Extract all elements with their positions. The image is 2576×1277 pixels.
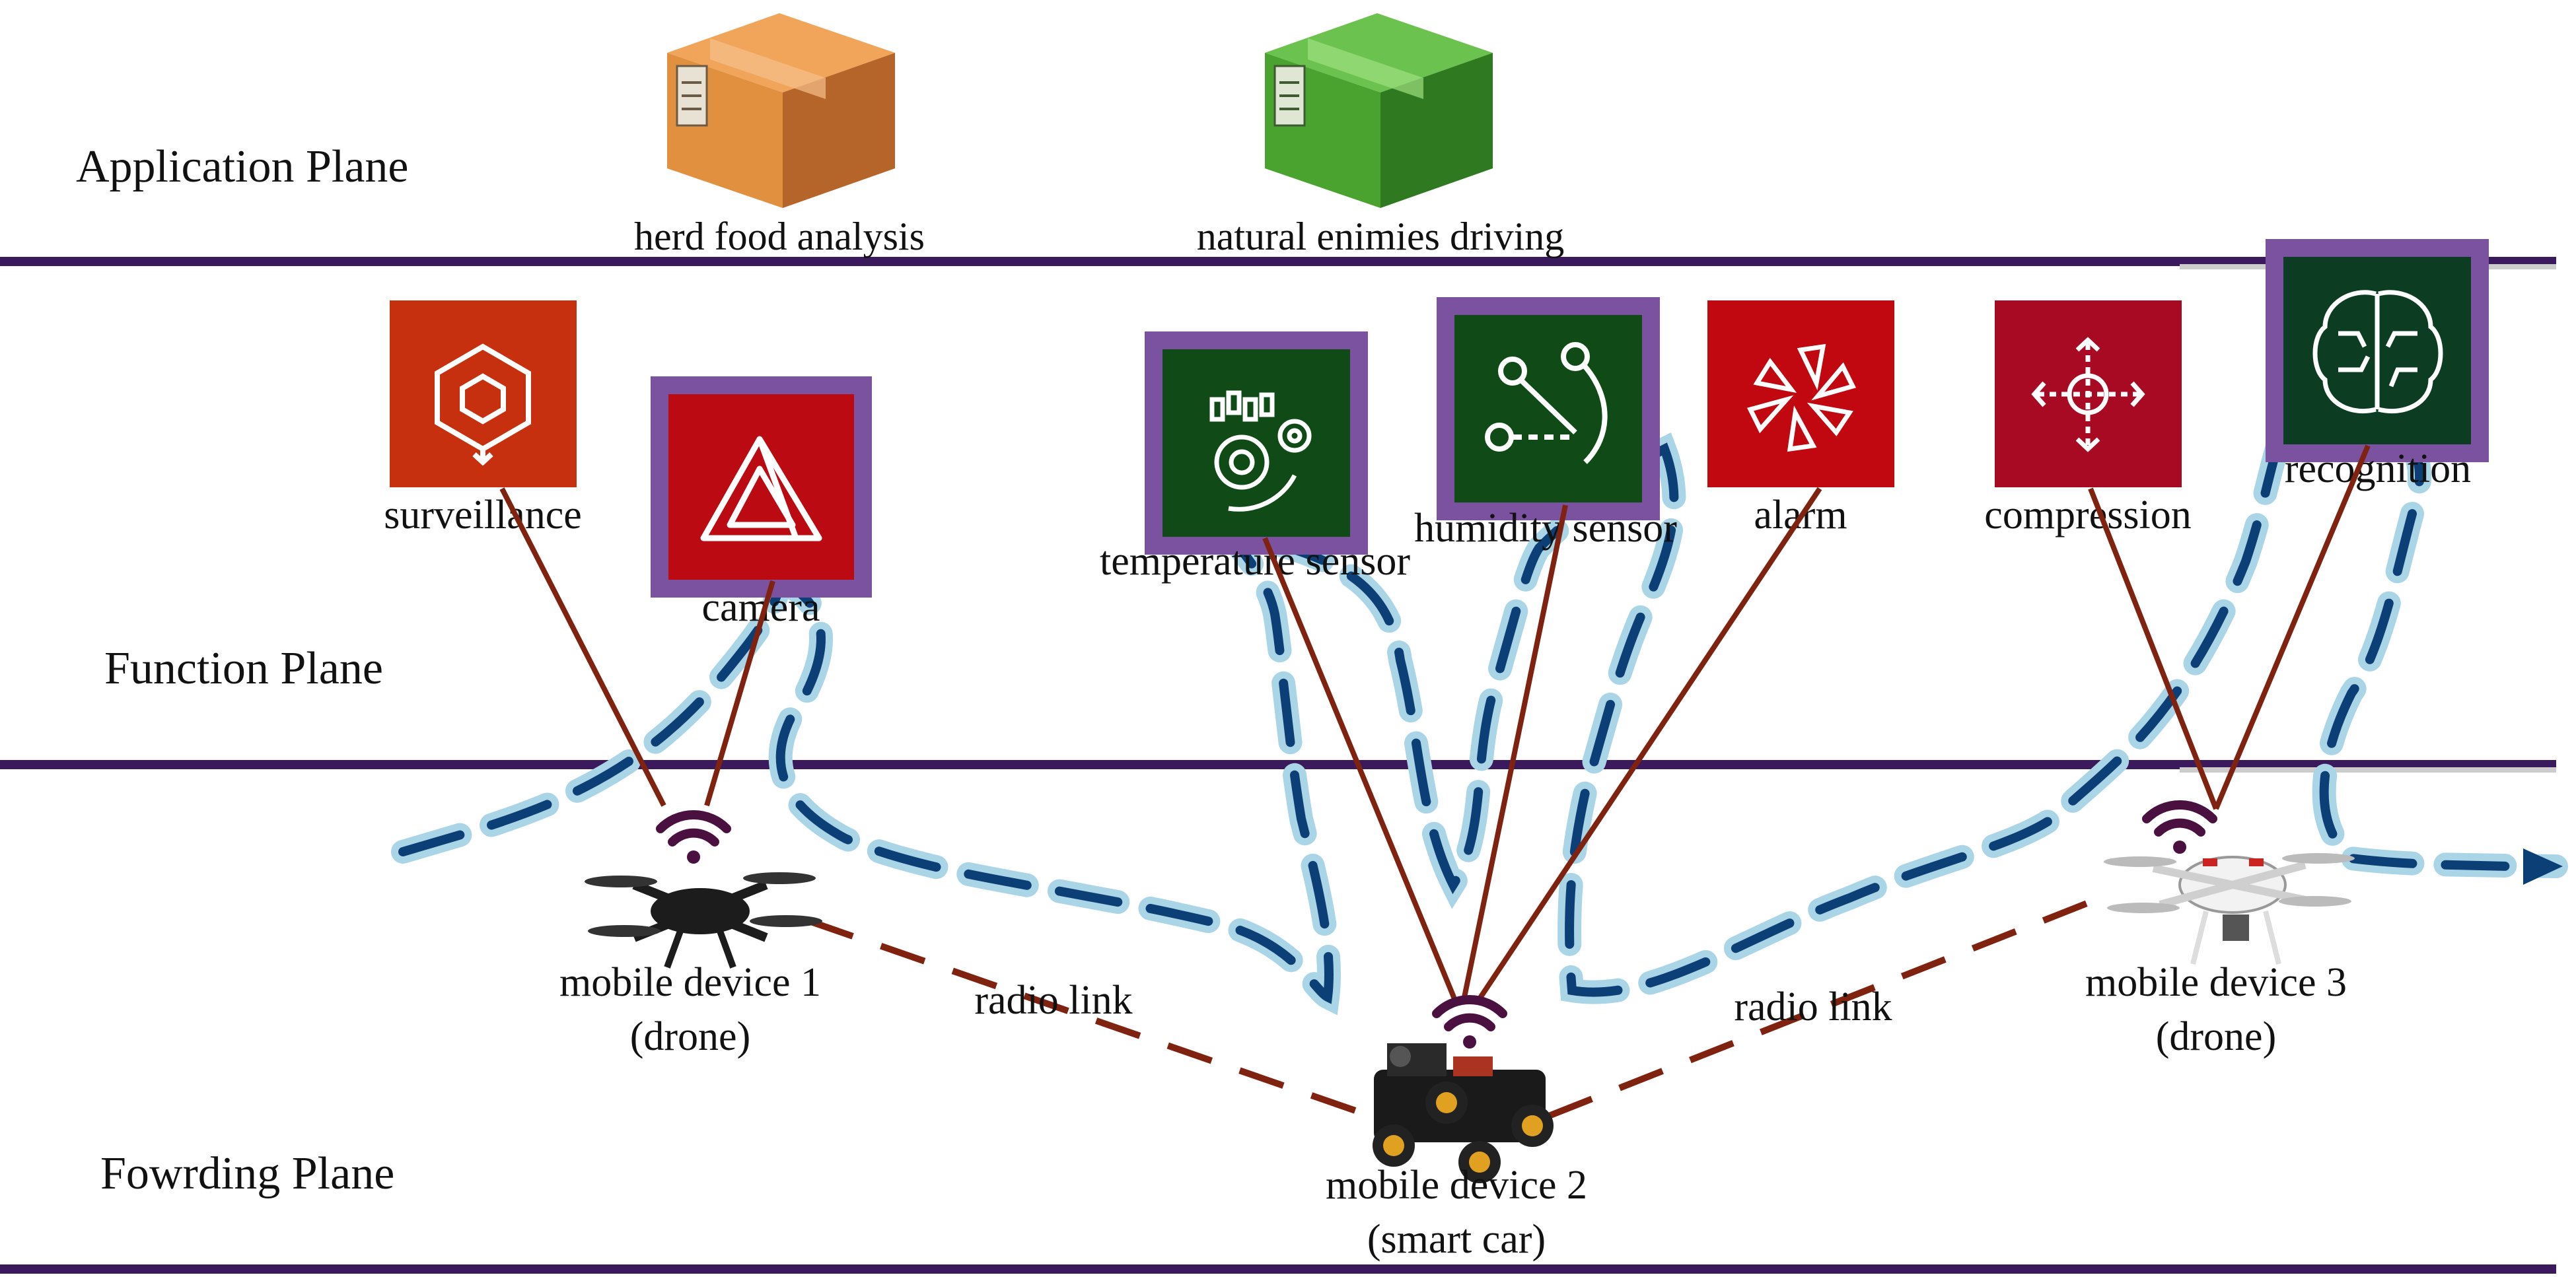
function-label-temperature-sensor: temperature sensor — [1100, 539, 1410, 584]
function-surveillance[interactable]: surveillance — [384, 300, 582, 537]
radio-link-label-left: radio link — [974, 978, 1132, 1023]
function-recognition[interactable]: recognition — [2266, 239, 2489, 491]
route-icon — [1485, 342, 1608, 464]
radio-link-label-right: radio link — [1734, 984, 1892, 1029]
device-2-name: mobile device 2 — [1326, 1163, 1587, 1208]
compress-arrows-icon — [2031, 337, 2145, 452]
function-humidity-sensor[interactable]: humidity sensor — [1414, 297, 1677, 551]
function-label-humidity-sensor: humidity sensor — [1414, 506, 1677, 551]
smart-car-icon — [1373, 1043, 1554, 1183]
package-box-icon — [1265, 13, 1493, 208]
hexagon-cube-icon — [435, 343, 531, 466]
app-label-herd-food-analysis: herd food analysis — [634, 215, 925, 258]
triangle-logo-icon — [700, 436, 822, 541]
function-temperature-sensor[interactable]: temperature sensor — [1100, 331, 1410, 584]
shutter-icon — [1746, 343, 1857, 452]
application-plane-label: Application Plane — [76, 141, 409, 192]
gears-icon — [1209, 390, 1312, 512]
function-device-links — [499, 444, 2371, 1006]
wifi-icon — [656, 810, 731, 864]
device-3[interactable]: mobile device 3 (drone) — [2085, 800, 2355, 1059]
device-1-name: mobile device 1 — [559, 960, 821, 1005]
package-box-icon — [667, 13, 895, 208]
device-1-type: (drone) — [630, 1014, 750, 1059]
wifi-icon — [2142, 800, 2217, 854]
device-3-name: mobile device 3 — [2085, 960, 2347, 1005]
brain-circuit-icon — [2312, 290, 2443, 414]
device-1[interactable]: mobile device 1 (drone) — [559, 810, 822, 1059]
function-label-compression: compression — [1984, 493, 2191, 537]
device-2[interactable]: mobile device 2 (smart car) — [1326, 994, 1587, 1262]
function-compression[interactable]: compression — [1984, 300, 2192, 537]
app-herd-food-analysis[interactable]: herd food analysis — [634, 13, 925, 258]
function-alarm[interactable]: alarm — [1707, 300, 1894, 537]
function-label-recognition: recognition — [2285, 446, 2471, 491]
function-label-surveillance: surveillance — [384, 493, 582, 537]
drone-icon — [2104, 853, 2355, 965]
app-natural-enemies-driving[interactable]: natural enimies driving — [1197, 13, 1565, 258]
function-camera[interactable]: camera — [651, 376, 872, 630]
plane-separators — [0, 257, 2556, 1274]
drone-icon — [585, 872, 822, 969]
forwarding-plane-label: Fowrding Plane — [100, 1148, 394, 1199]
app-label-natural-enemies-driving: natural enimies driving — [1197, 215, 1565, 258]
arrow-right-icon — [2523, 848, 2563, 885]
wifi-icon — [1432, 994, 1507, 1049]
device-3-type: (drone) — [2156, 1014, 2276, 1059]
radio-links — [808, 895, 2102, 1119]
function-plane-label: Function Plane — [104, 643, 383, 694]
device-2-type: (smart car) — [1367, 1217, 1546, 1262]
